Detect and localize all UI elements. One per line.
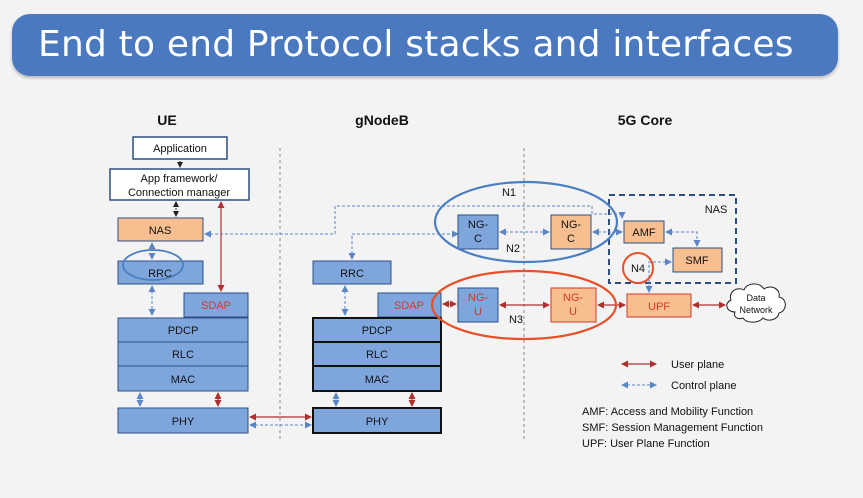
gnb-sdap-label: SDAP [394,300,424,312]
gnb-mac-label: MAC [365,374,390,386]
interface-n2-label: N2 [506,243,520,255]
ue-application-label: Application [153,143,207,155]
interface-n3-label: N3 [509,314,523,326]
gnb-rrc-label: RRC [340,268,364,280]
link-n1-nas-amf [204,205,626,238]
ue-application-box [132,136,228,160]
link-n4-smf-upf [645,258,672,293]
definition-upf: UPF: User Plane Function [582,438,710,450]
core-smf-box [672,247,723,273]
data-network-cloud-icon [726,283,786,323]
data-network-label-2: Network [739,305,773,315]
core-nas-label: NAS [705,204,728,216]
core-ngu-label-2: U [569,306,577,318]
gnb-pdcp-label: PDCP [362,325,393,337]
n4-highlight-circle [622,252,654,284]
ue-rrc-label: RRC [148,268,172,280]
data-network-label-1: Data [746,293,765,303]
gnb-phy-box [312,407,442,434]
slide-title: End to end Protocol stacks and interface… [38,24,794,65]
gnb-phy-label: PHY [366,416,389,428]
gnb-pdcp-box [312,317,442,343]
gnb-mac-box [312,365,442,392]
gnb-ngc-box [457,214,499,250]
ue-nas-label: NAS [149,225,172,237]
definition-amf: AMF: Access and Mobility Function [582,406,753,418]
interface-n1-label: N1 [502,187,516,199]
core-ngc-box [550,214,592,250]
core-smf-label: SMF [685,255,709,267]
ue-rlc-box [117,341,249,367]
core-ngu-box [550,287,597,323]
ue-app-framework-label-1: App framework/ [140,173,218,185]
ue-sdap-label: SDAP [201,300,231,312]
ue-sdap-box [183,292,249,318]
core-ngc-label-1: NG- [561,219,582,231]
link-amf-smf [665,228,701,247]
ue-rlc-label: RLC [172,349,194,361]
ue-rrc-highlight-circle [122,249,184,281]
ue-app-framework-label-2: Connection manager [128,187,230,199]
title-bar: End to end Protocol stacks and interface… [12,14,838,76]
ue-pdcp-box [117,317,249,343]
gnb-ngu-label-2: U [474,306,482,318]
core-upf-box [626,293,692,318]
interface-n4-label: N4 [631,263,645,275]
user-plane-highlight-ellipse [430,269,618,341]
gnb-ngc-label-1: NG- [468,219,489,231]
ue-phy-box [117,407,249,434]
legend-control-plane-label: Control plane [671,380,736,392]
core-amf-box [623,220,665,244]
column-header-gnb: gNodeB [355,112,409,128]
ue-pdcp-label: PDCP [168,325,199,337]
gnb-ngu-box [457,287,499,323]
ue-app-framework-box [109,168,250,201]
ue-mac-label: MAC [171,374,196,386]
ue-nas-box [117,217,204,242]
legend-user-plane-label: User plane [671,359,724,371]
definition-smf: SMF: Session Management Function [582,422,763,434]
gnb-rrc-box [312,260,392,285]
control-plane-highlight-ellipse [433,180,619,264]
core-ngc-label-2: C [567,233,575,245]
ue-phy-label: PHY [172,416,195,428]
core-upf-label: UPF [648,301,670,313]
gnb-rlc-label: RLC [366,349,388,361]
column-header-ue: UE [157,112,176,128]
core-amf-label: AMF [632,227,656,239]
core-ngu-label-1: NG- [563,292,584,304]
column-header-core: 5G Core [618,112,673,128]
gnb-ngc-label-2: C [474,233,482,245]
gnb-ngu-label-1: NG- [468,292,489,304]
ue-mac-box [117,365,249,392]
